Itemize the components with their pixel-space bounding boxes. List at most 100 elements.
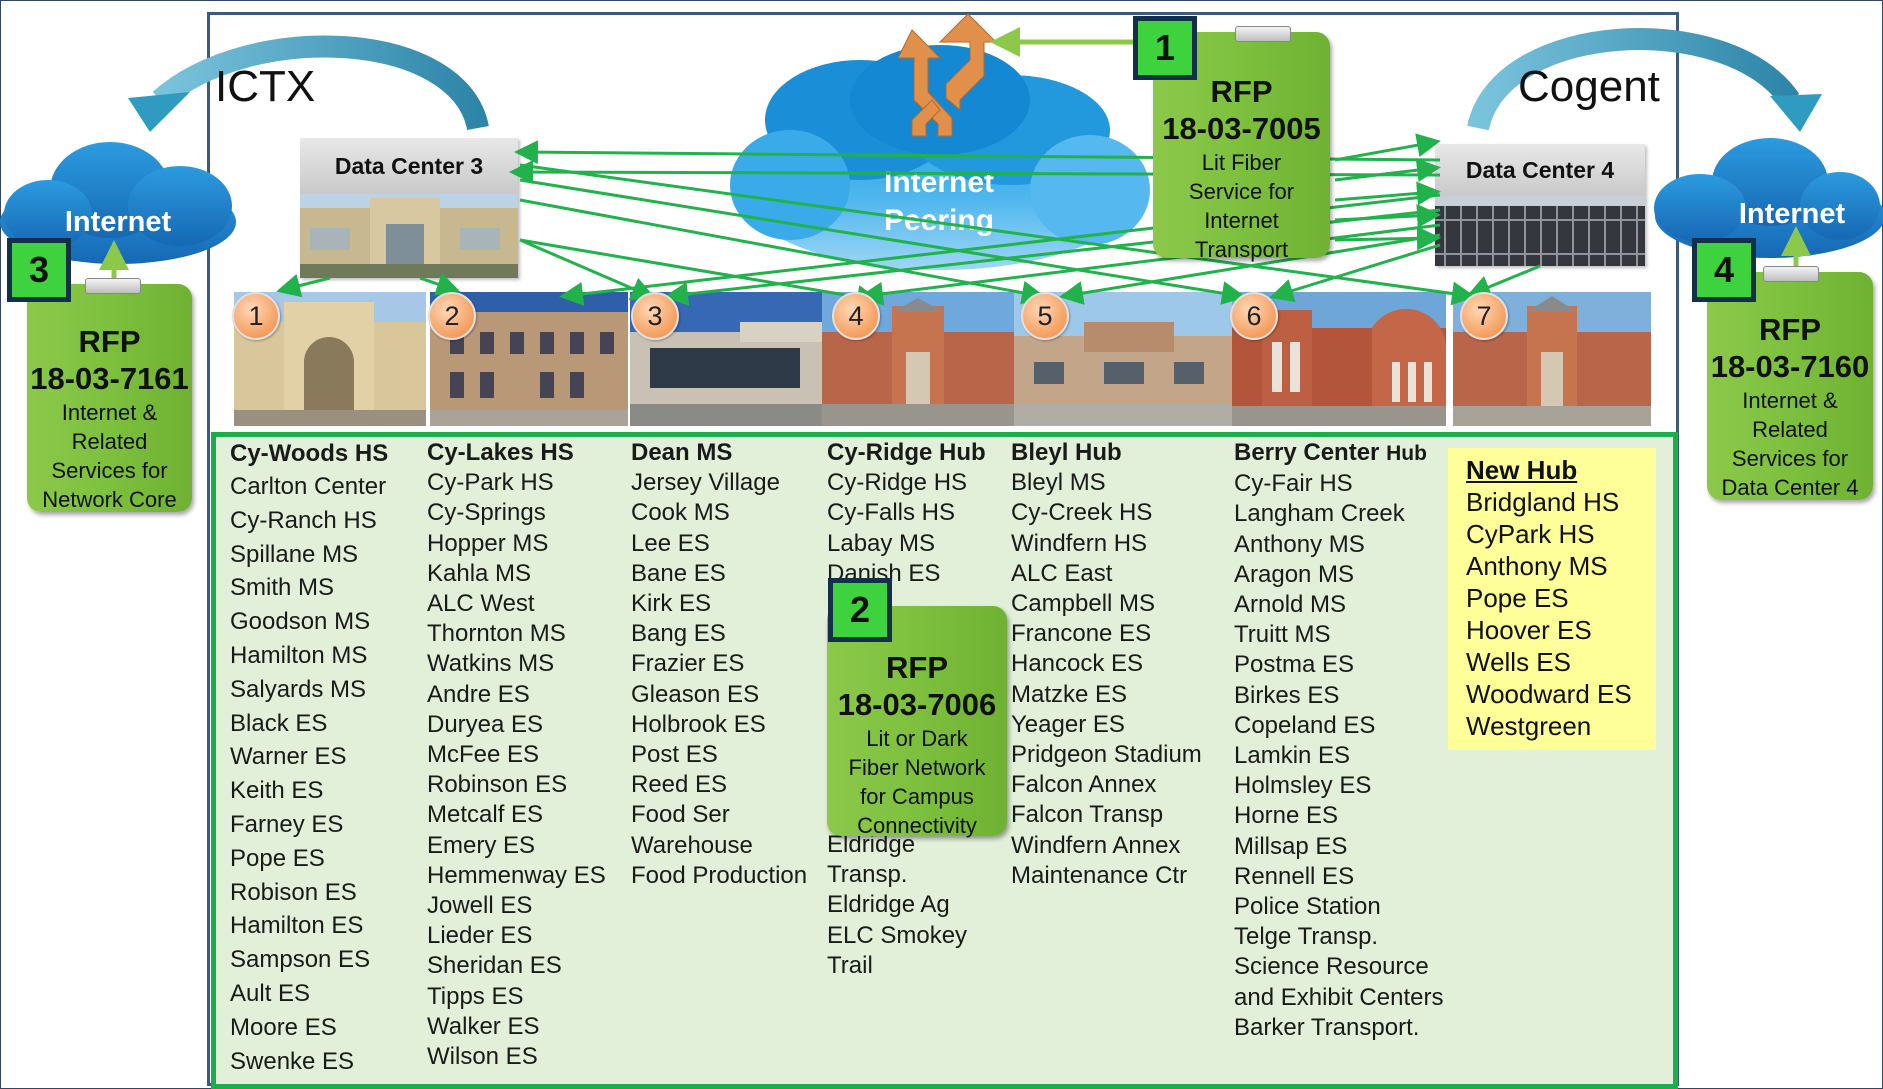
list-item: Bang ES <box>631 620 726 648</box>
list-item: Metcalf ES <box>427 801 544 829</box>
rfp-desc-line: Services for <box>51 458 168 483</box>
list-item: Cy-Ridge HS <box>827 469 968 497</box>
list-item: Warner ES <box>230 743 347 771</box>
clipboard-clip <box>1235 26 1291 42</box>
list-item: Cook MS <box>631 499 730 527</box>
list-item: Hopper MS <box>427 529 549 557</box>
rfp-desc-line: for Campus <box>860 784 974 809</box>
list-item: Black ES <box>230 709 328 737</box>
list-item: Anthony MS <box>1234 530 1365 558</box>
list-item: Truitt MS <box>1234 621 1331 649</box>
rfp-label: RFP <box>1759 312 1821 347</box>
list-item: Food Ser <box>631 801 730 829</box>
list-item: Arnold MS <box>1234 591 1347 619</box>
hub-photo-1 <box>234 292 426 426</box>
list-item: Jersey Village <box>631 469 780 497</box>
new-hub-box: New Hub Bridgland HS CyPark HS Anthony M… <box>1448 448 1656 750</box>
list-item: Sheridan ES <box>427 952 562 980</box>
internet-left-label: Internet <box>64 206 172 238</box>
list-item: McFee ES <box>427 741 540 769</box>
list-item: Sampson ES <box>230 946 371 974</box>
list-item: Bleyl MS <box>1011 469 1106 497</box>
column-berry-center: Berry Center Hub Cy-Fair HS Langham Cree… <box>1234 438 1443 1043</box>
data-center-3-label: Data Center 3 <box>300 138 518 194</box>
list-item: Watkins MS <box>427 650 555 678</box>
list-item: Smith MS <box>230 574 335 602</box>
step-badge-2: 2 <box>828 578 892 642</box>
list-item: Pope ES <box>1466 583 1569 613</box>
column-header: Cy-Ridge Hub <box>827 439 986 466</box>
column-bleyl: Bleyl Hub Bleyl MS Cy-Creek HS Windfern … <box>1011 438 1202 891</box>
list-item: Kirk ES <box>631 590 712 618</box>
list-item: Thornton MS <box>427 620 566 648</box>
list-item: Lieder ES <box>427 922 533 950</box>
rfp-clipboard-4: RFP 18-03-7160 Internet & Related Servic… <box>1707 266 1873 500</box>
rfp-clipboard-3: RFP 18-03-7161 Internet & Related Servic… <box>27 278 192 512</box>
new-hub-header: New Hub <box>1466 455 1578 485</box>
list-item: Kahla MS <box>427 559 532 587</box>
list-item: Wells ES <box>1466 647 1571 677</box>
list-item: Windfern Annex <box>1011 831 1181 859</box>
rfp-desc-line: Service for <box>1188 179 1295 204</box>
column-header-row: Berry Center Hub <box>1234 438 1443 469</box>
list-item: Woodward ES <box>1466 679 1632 709</box>
rfp-label: RFP <box>886 650 948 685</box>
hub-badge-4: 4 <box>832 292 880 340</box>
rfp-clipboard-2: RFP 18-03-7006 Lit or Dark Fiber Network… <box>827 606 1007 838</box>
rfp-desc-line: Connectivity <box>857 813 977 838</box>
step-badge-4: 4 <box>1692 238 1756 302</box>
column-header: Bleyl Hub <box>1011 439 1122 466</box>
rfp-number: 18-03-7006 <box>837 687 997 722</box>
clipboard-clip <box>85 278 141 294</box>
data-center-4: Data Center 4 <box>1435 144 1645 266</box>
list-item: and Exhibit Centers <box>1234 983 1444 1011</box>
list-item: Andre ES <box>427 680 530 708</box>
list-item: Hemmenway ES <box>427 861 606 889</box>
column-dean: Dean MS Jersey Village Cook MS Lee ES Ba… <box>631 438 807 891</box>
column-cy-woods: Cy-Woods HS Carlton Center Cy-Ranch HS S… <box>230 438 388 1078</box>
data-center-3: Data Center 3 <box>300 138 518 278</box>
list-item: Hancock ES <box>1011 650 1144 678</box>
list-item: Aragon MS <box>1234 560 1355 588</box>
hub-badge-6: 6 <box>1230 292 1278 340</box>
list-item: Lee ES <box>631 529 710 557</box>
cogent-arrowhead <box>1770 94 1822 132</box>
list-item: Robinson ES <box>427 771 568 799</box>
list-item: ALC East <box>1011 559 1113 587</box>
list-item: Birkes ES <box>1234 681 1340 709</box>
data-center-4-photo <box>1435 196 1645 266</box>
hub-badge-3: 3 <box>631 292 679 340</box>
list-item: Spillane MS <box>230 540 359 568</box>
list-item: Cy-Creek HS <box>1011 499 1153 527</box>
list-item: Holmsley ES <box>1234 772 1372 800</box>
list-item: Wilson ES <box>427 1043 538 1071</box>
list-item: Walker ES <box>427 1012 540 1040</box>
list-item: Reed ES <box>631 771 728 799</box>
list-item: Campbell MS <box>1011 590 1156 618</box>
list-item: Ault ES <box>230 979 311 1007</box>
list-item: Holbrook ES <box>631 710 766 738</box>
list-item: Keith ES <box>230 777 324 805</box>
internet-peering-line2: Peering <box>883 204 995 237</box>
column-header: Cy-Woods HS <box>230 440 389 467</box>
list-item: Cy-Fair HS <box>1234 470 1353 498</box>
list-item: Francone ES <box>1011 620 1152 648</box>
rfp-desc-line: Data Center 4 <box>1721 475 1859 500</box>
column-header: Cy-Lakes HS <box>427 439 574 466</box>
list-item: Windfern HS <box>1011 529 1148 557</box>
list-item: Bane ES <box>631 559 726 587</box>
list-item: Goodson MS <box>230 608 371 636</box>
hub-badge-1: 1 <box>232 292 280 340</box>
data-center-4-label: Data Center 4 <box>1435 144 1645 196</box>
list-item: Salyards MS <box>230 675 367 703</box>
cogent-arc-arrow <box>1467 28 1800 131</box>
rfp-desc-line: Lit or Dark <box>866 726 968 751</box>
list-item: Maintenance Ctr <box>1011 861 1188 889</box>
list-item: Moore ES <box>230 1013 337 1041</box>
list-item: Hamilton MS <box>230 641 368 669</box>
list-item: Warehouse <box>631 831 753 859</box>
router-icon <box>897 13 998 137</box>
list-item: Falcon Transp <box>1011 801 1164 829</box>
